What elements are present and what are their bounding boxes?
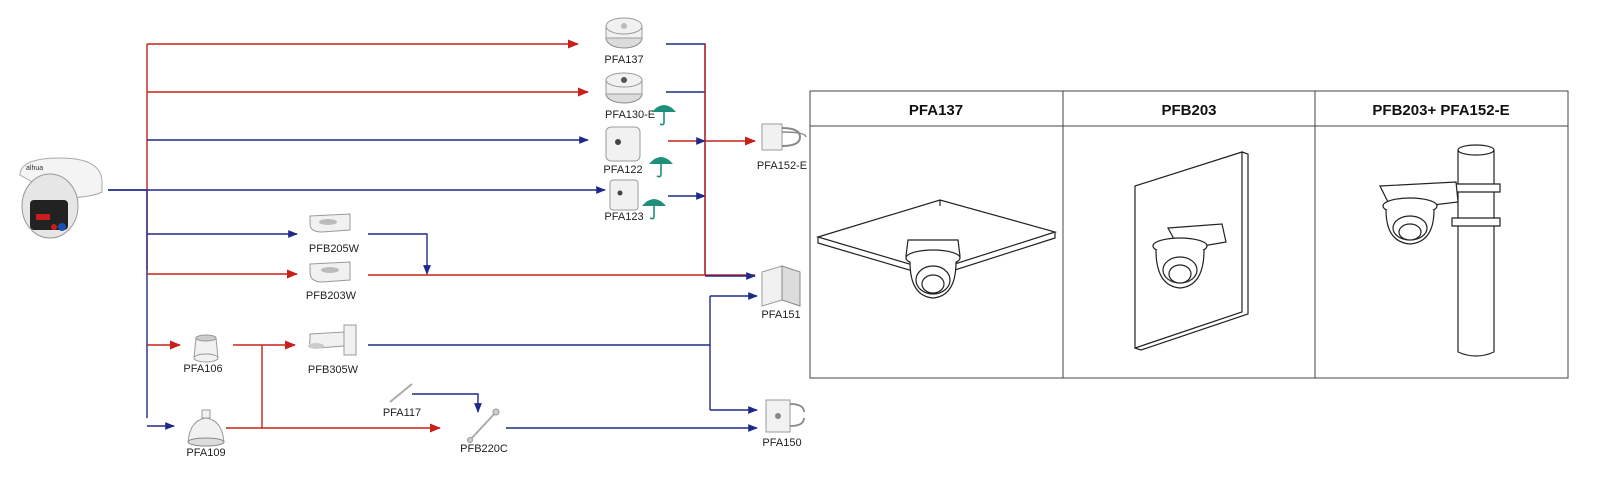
wall-mount-illustration xyxy=(1134,151,1249,351)
label-pfa130e: PFA130-E xyxy=(605,109,655,121)
table-header-pfb203-pfa152e: PFB203+ PFA152-E xyxy=(1372,102,1509,119)
pfa151-icon xyxy=(761,265,801,307)
label-pfa137: PFA137 xyxy=(604,54,643,66)
pfb220c-icon xyxy=(467,408,500,443)
pfb305w-icon xyxy=(308,324,357,356)
label-pfa152e: PFA152-E xyxy=(757,160,807,172)
pole-mount-illustration xyxy=(1379,144,1501,357)
pfb203w-icon xyxy=(309,261,351,283)
ceiling-mount-illustration xyxy=(815,199,1058,299)
label-pfa123: PFA123 xyxy=(604,211,643,223)
connection-lines xyxy=(108,39,758,433)
label-pfa109: PFA109 xyxy=(186,447,225,459)
table-header-pfb203: PFB203 xyxy=(1161,102,1216,119)
pfa106-icon xyxy=(193,334,219,363)
label-pfb220c: PFB220C xyxy=(460,443,508,455)
pfa117-icon xyxy=(389,383,413,403)
pfa152e-icon xyxy=(761,123,807,151)
pfa123-icon xyxy=(609,179,639,211)
line-pfa117-out xyxy=(412,393,482,413)
label-pfa150: PFA150 xyxy=(762,437,801,449)
umbrella-icon xyxy=(642,199,666,220)
label-pfb203w: PFB203W xyxy=(306,290,357,302)
label-pfb305w: PFB305W xyxy=(308,364,359,376)
table-header-pfa137: PFA137 xyxy=(909,102,963,119)
label-pfa151: PFA151 xyxy=(761,309,800,321)
label-pfa106: PFA106 xyxy=(183,363,222,375)
umbrella-icon xyxy=(652,105,676,126)
umbrella-icon xyxy=(649,157,673,178)
pfa137-icon xyxy=(605,17,643,49)
line-pfa137-out xyxy=(666,43,706,275)
pfb205w-icon xyxy=(309,213,351,233)
dome-camera-icon: alhua xyxy=(19,157,103,239)
label-pfa122: PFA122 xyxy=(603,164,642,176)
pfa150-icon xyxy=(765,399,805,433)
label-pfb205w: PFB205W xyxy=(309,243,360,255)
pfa109-icon xyxy=(187,409,225,447)
camera-brand-text: alhua xyxy=(26,165,43,172)
pfa130e-icon xyxy=(605,72,643,104)
line-pfb205w-out xyxy=(368,233,431,275)
label-pfa117: PFA117 xyxy=(383,407,421,419)
pfa122-icon xyxy=(605,126,641,162)
